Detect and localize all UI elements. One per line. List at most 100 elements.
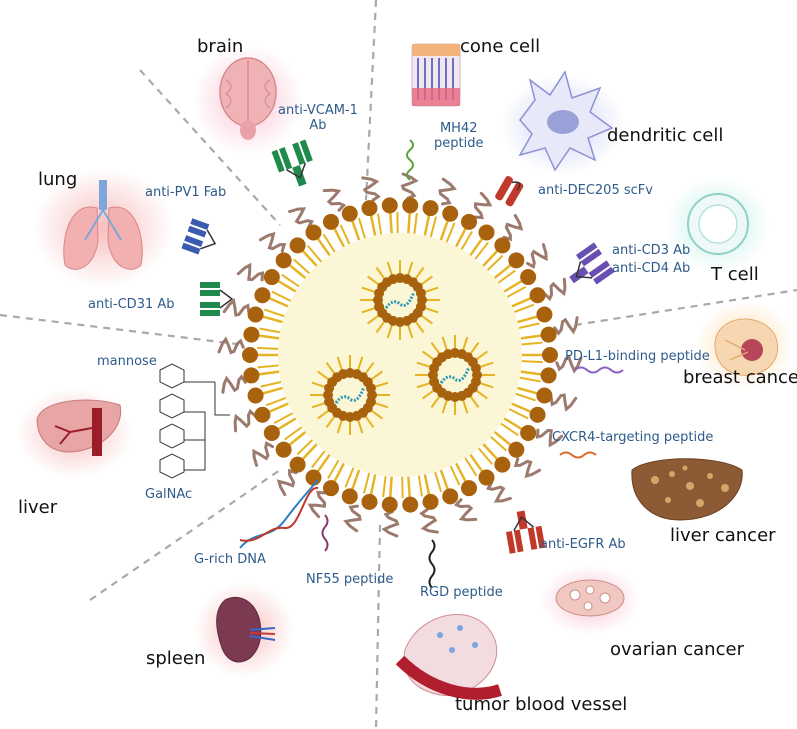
micelle-tail: [462, 336, 469, 351]
lipid-head: [529, 287, 546, 304]
label-g-rich-dna: G-rich DNA: [194, 552, 266, 567]
micelle-tail: [430, 342, 441, 355]
label-lung: lung: [38, 169, 78, 190]
lipid-tail: [407, 476, 412, 498]
label-spleen: spleen: [146, 648, 206, 669]
lipid-tail: [474, 241, 489, 260]
micelle-tail: [407, 261, 414, 276]
label-anti-dec205: anti-DEC205 scFv: [538, 183, 653, 198]
inner-micelle: [415, 335, 495, 415]
lipid-tail: [258, 370, 280, 376]
peg-chain: [361, 176, 381, 202]
peg-chain: [252, 441, 274, 467]
micelle-tail: [416, 361, 431, 368]
lipid-bilayer: [242, 197, 558, 513]
micelle-head: [470, 363, 481, 374]
lipid-tail: [257, 346, 279, 350]
label-liver: liver: [18, 497, 58, 518]
lipid-tail: [482, 443, 499, 461]
lipid-tail: [327, 459, 340, 480]
spleen-illustration: [194, 582, 294, 678]
cxcr4-peptide-strand: [559, 451, 597, 459]
lipid-tail: [497, 269, 516, 284]
peg-chain: [438, 177, 457, 206]
lipid-tail: [493, 431, 512, 447]
lipid-tail: [429, 216, 438, 238]
lipid-tail: [258, 334, 280, 340]
peg-chain: [322, 188, 347, 212]
micelle-tail: [462, 399, 469, 414]
inner-micelle: [360, 260, 440, 340]
peg-chain: [400, 172, 419, 200]
lung-illustration: [33, 168, 173, 288]
lipid-tail: [382, 476, 387, 498]
lipid-tail: [369, 214, 377, 236]
label-pd-l1-peptide: PD-L1-binding peptide: [565, 349, 710, 364]
antibody-anti-vcam1: [271, 139, 313, 187]
lipid-head: [536, 387, 553, 404]
micelle-tail: [357, 419, 364, 434]
lipid-tail: [316, 453, 331, 473]
lipid-tail: [518, 322, 540, 329]
label-anti-vcam1: anti-VCAM-1 Ab: [278, 103, 358, 134]
lipid-tail: [511, 296, 532, 308]
micelle-head: [365, 383, 376, 394]
label-nf55-peptide: NF55 peptide: [306, 572, 394, 587]
lipid-head: [461, 480, 478, 497]
lipid-tail: [520, 334, 542, 340]
lipid-head: [508, 252, 525, 269]
lipid-head: [494, 237, 511, 254]
lipid-tail: [333, 462, 345, 483]
divider-line-left: [0, 313, 246, 347]
lipid-head: [305, 469, 322, 486]
tumor-blood-vessel-illustration: [395, 614, 502, 700]
label-anti-cd3: anti-CD3 Ab: [612, 243, 691, 258]
lipid-head: [243, 326, 260, 343]
lipid-head: [254, 287, 271, 304]
lipid-tail: [469, 453, 484, 473]
micelle-tail: [422, 350, 435, 361]
label-anti-cd31: anti-CD31 Ab: [88, 297, 175, 312]
lipid-tail: [277, 417, 297, 431]
micelle-tail: [386, 324, 393, 339]
liver-illustration: [17, 388, 133, 478]
label-anti-vcam1-line1: anti-VCAM-1: [278, 103, 358, 118]
inner-micelles: [310, 260, 495, 435]
peg-chain: [288, 207, 314, 229]
peg-chain: [555, 355, 583, 374]
lipid-head: [263, 424, 280, 441]
micelle-tail: [325, 415, 336, 428]
lipid-tail: [413, 212, 418, 234]
lipid-tail: [293, 258, 310, 275]
lipid-tail: [513, 303, 535, 313]
lipid-tail: [306, 245, 323, 263]
lipid-tail: [423, 474, 431, 496]
lipid-head: [275, 441, 292, 458]
lipid-head: [442, 488, 459, 505]
lipid-tail: [508, 408, 529, 420]
lipid-tail: [357, 217, 366, 239]
nf55-peptide-strand: [321, 514, 329, 552]
lipid-tail: [517, 386, 539, 395]
lipid-tail: [486, 254, 504, 271]
micelle-tail: [422, 389, 435, 400]
antibody-anti-cd3-cd4: [569, 242, 615, 285]
peg-chain: [217, 336, 245, 355]
lipid-tail: [259, 327, 281, 334]
lipid-tail: [362, 472, 371, 494]
lipid-head: [247, 306, 264, 323]
lipid-tail: [339, 224, 351, 245]
micelle-tail: [420, 275, 433, 286]
lipid-head: [540, 367, 557, 384]
peg-chain: [502, 213, 524, 242]
label-brain: brain: [197, 36, 244, 57]
lipid-tail: [350, 469, 361, 491]
peg-chain: [513, 457, 542, 479]
micelle-tail: [479, 361, 494, 368]
lipid-tail: [388, 476, 393, 498]
inner-micelle: [310, 355, 390, 435]
mrna-strand: [384, 291, 416, 309]
lipid-head: [402, 197, 419, 214]
lipid-tail: [350, 219, 361, 241]
lipid-tail: [268, 296, 289, 308]
